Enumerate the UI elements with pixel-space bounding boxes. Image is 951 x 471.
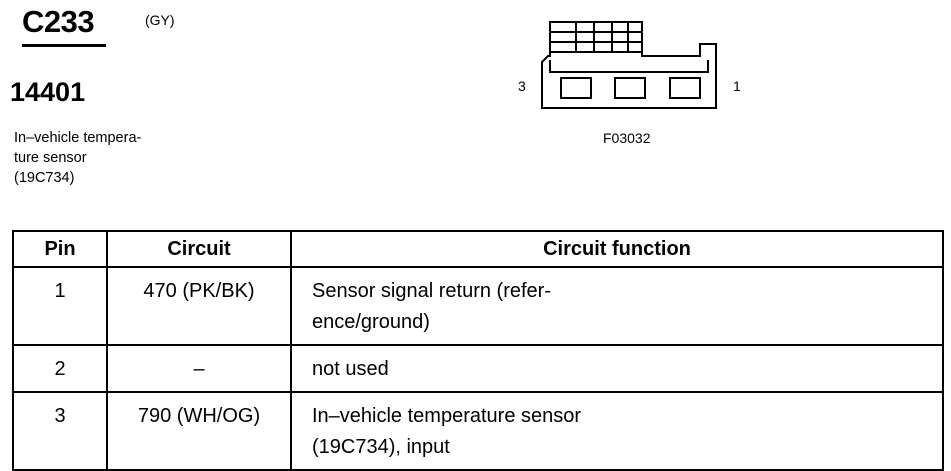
header-function: Circuit function xyxy=(290,230,944,268)
header-pin: Pin xyxy=(12,230,108,268)
part-description-line: In–vehicle tempera- xyxy=(14,130,142,146)
part-number: 14401 xyxy=(10,77,86,107)
function-line: (19C734), input xyxy=(312,436,450,458)
function-line: not used xyxy=(312,358,389,380)
connector-face-diagram xyxy=(541,21,717,109)
pin-cavity-1 xyxy=(669,77,701,99)
table-row: 2 – not used xyxy=(12,344,944,393)
function-line: In–vehicle temperature sensor xyxy=(312,405,582,427)
function-line: ence/ground) xyxy=(312,311,430,333)
part-description: In–vehicle tempera- ture sensor (19C734) xyxy=(14,128,141,188)
pin-cavity-2 xyxy=(614,77,646,99)
function-cell: In–vehicle temperature sensor (19C734), … xyxy=(290,391,944,471)
figure-code: F03032 xyxy=(603,130,651,146)
pin-table: Pin Circuit Circuit function 1 470 (PK/B… xyxy=(12,230,944,471)
circuit-cell: 470 (PK/BK) xyxy=(106,266,292,346)
part-description-line: (19C734) xyxy=(14,170,75,186)
table-header-row: Pin Circuit Circuit function xyxy=(12,230,944,268)
pin-label-right: 1 xyxy=(733,78,741,94)
circuit-cell: 790 (WH/OG) xyxy=(106,391,292,471)
function-cell: not used xyxy=(290,344,944,393)
circuit-cell: – xyxy=(106,344,292,393)
table-row: 3 790 (WH/OG) In–vehicle temperature sen… xyxy=(12,391,944,471)
table-row: 1 470 (PK/BK) Sensor signal return (refe… xyxy=(12,266,944,346)
connector-id-underline xyxy=(22,44,106,47)
header-circuit: Circuit xyxy=(106,230,292,268)
pin-label-left: 3 xyxy=(518,78,526,94)
connector-body xyxy=(541,43,717,109)
connector-color-code: (GY) xyxy=(145,12,175,28)
function-line: Sensor signal return (refer- xyxy=(312,280,551,302)
part-description-line: ture sensor xyxy=(14,150,87,166)
pin-cavity-3 xyxy=(560,77,592,99)
pin-cell: 2 xyxy=(12,344,108,393)
connector-id: C233 xyxy=(22,4,95,39)
pin-cell: 3 xyxy=(12,391,108,471)
pin-cell: 1 xyxy=(12,266,108,346)
function-cell: Sensor signal return (refer- ence/ground… xyxy=(290,266,944,346)
